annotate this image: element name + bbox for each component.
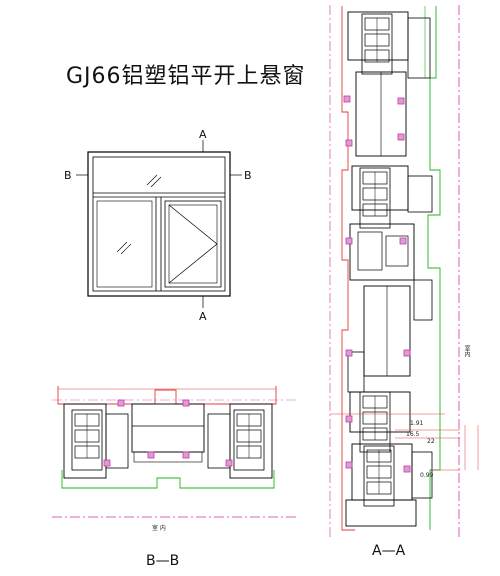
drawing-title: GJ66铝塑铝平开上悬窗 xyxy=(66,64,306,89)
section-marker-a-top: A xyxy=(199,128,207,141)
section-bb-label: B—B xyxy=(146,553,180,569)
dimension-label: 0.99 xyxy=(420,472,434,479)
section-aa-room-label: 室内 xyxy=(463,345,470,357)
section-marker-a-bottom: A xyxy=(199,310,207,323)
section-aa xyxy=(329,5,479,540)
window-elevation xyxy=(76,140,242,308)
section-bb-room-label: 室 内 xyxy=(152,525,166,532)
section-aa-label: A—A xyxy=(372,543,406,559)
section-marker-b-right: B xyxy=(244,169,252,182)
dimension-label: 16.5 xyxy=(406,431,420,438)
section-marker-b-left: B xyxy=(64,169,72,182)
dimension-label: 1.91 xyxy=(410,420,424,427)
dimension-label: 22 xyxy=(427,438,435,445)
section-bb xyxy=(52,386,296,518)
